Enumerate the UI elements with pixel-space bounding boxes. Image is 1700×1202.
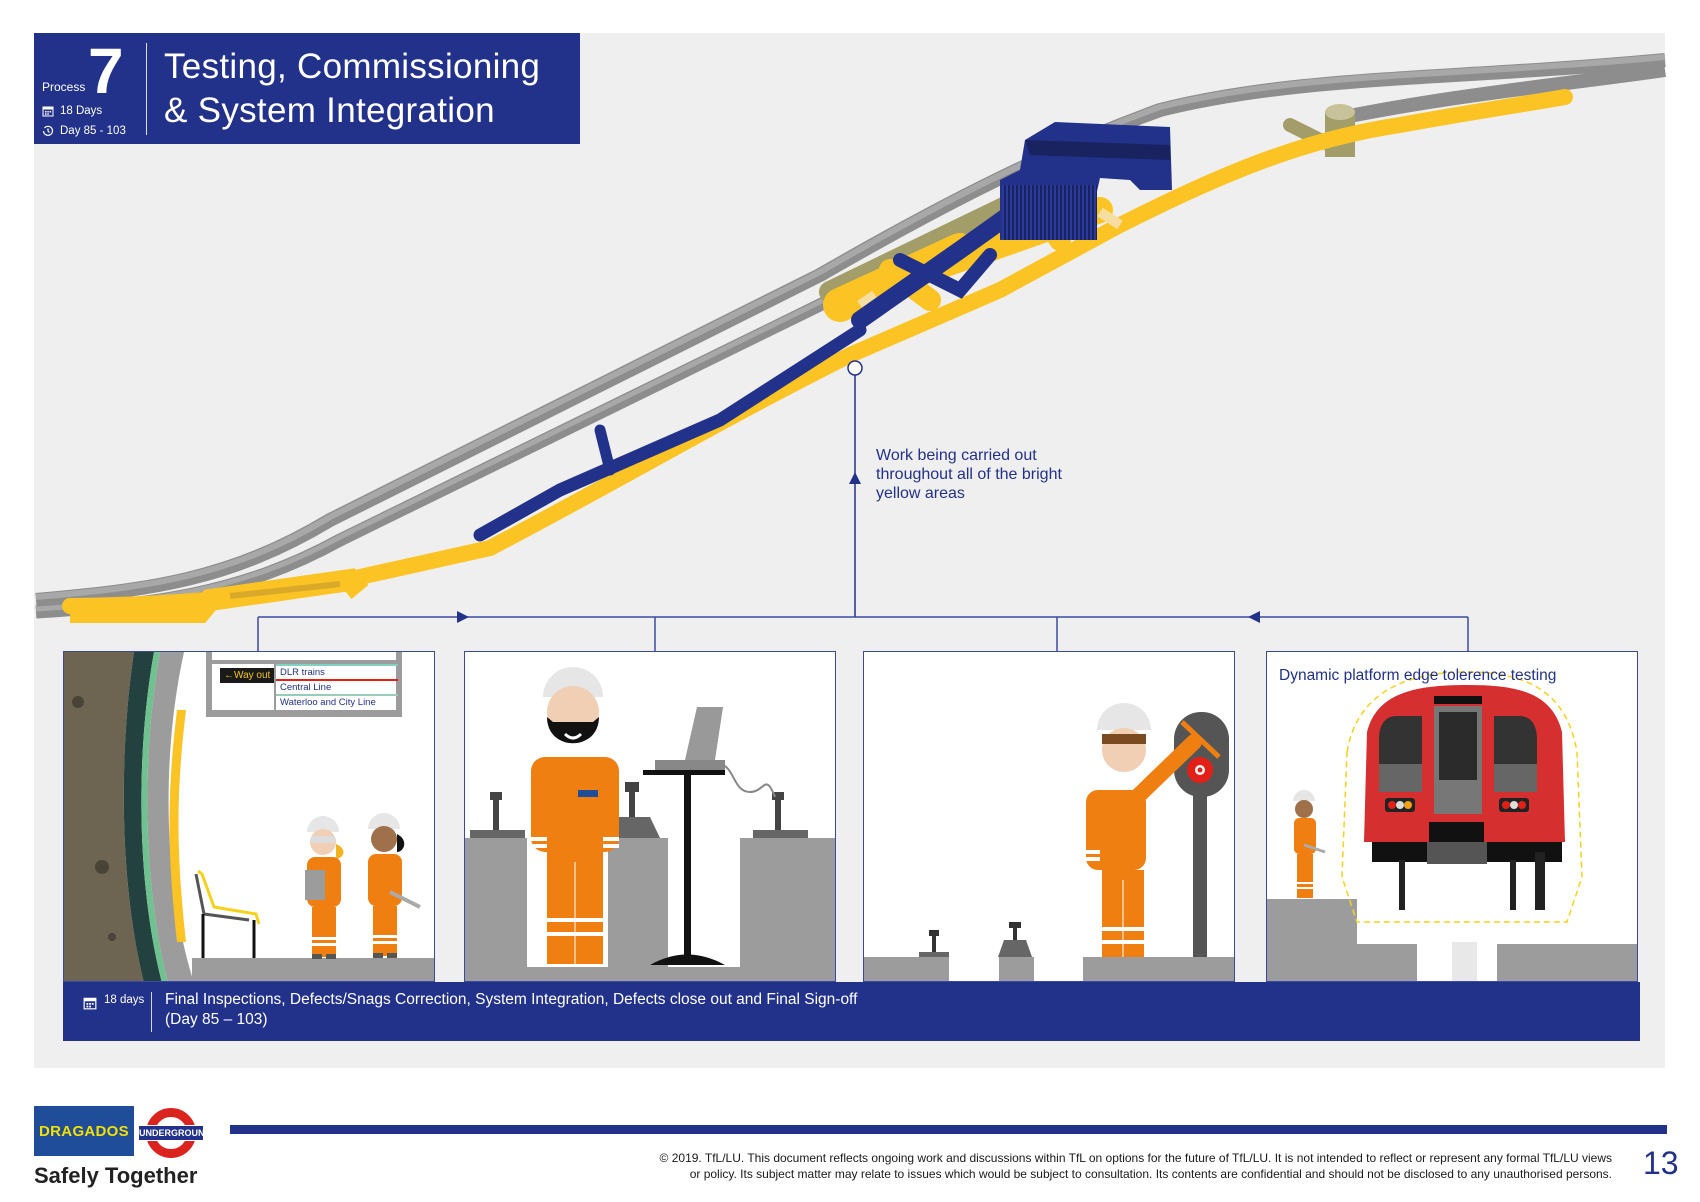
worker-figure-2 (368, 813, 421, 958)
panel-signal-maintenance (863, 651, 1235, 982)
page-title: Testing, Commissioning & System Integrat… (164, 45, 540, 133)
worker-fixing-signal-figure (1086, 703, 1202, 957)
platform-edge-caption: Dynamic platform edge tolerence testing (1279, 667, 1557, 684)
duration-row: 18 Days (42, 105, 102, 117)
sign-line-dlr: DLR trains (276, 664, 398, 679)
summary-description-block: Final Inspections, Defects/Snags Correct… (165, 990, 857, 1030)
rail-icon-1 (919, 930, 949, 957)
summary-days: 18 days (104, 994, 145, 1006)
day-range-text: Day 85 - 103 (60, 125, 126, 137)
day-range-row: Day 85 - 103 (42, 125, 126, 137)
panel-track-testing (464, 651, 836, 982)
work-area-callout: Work being carried out throughout all of… (876, 447, 1062, 502)
sign-line-central: Central Line (276, 679, 398, 694)
blue-passage-main (473, 323, 867, 542)
train-illustration (1267, 671, 1637, 981)
underground-roundel-logo: UNDERGROUND (138, 1104, 211, 1162)
summary-day-range: (Day 85 – 103) (165, 1011, 268, 1028)
dragados-logo: DRAGADOS (34, 1106, 134, 1156)
station-sign: ←Way out DLR trains Central Line Waterlo… (206, 652, 402, 717)
duration-text: 18 Days (60, 105, 103, 117)
worker-with-beard-figure (531, 667, 619, 964)
rail-icon (470, 792, 525, 838)
summary-divider (151, 992, 152, 1032)
signal-maintenance-illustration (864, 703, 1234, 981)
blue-passage-branch (594, 424, 616, 476)
disclaimer: © 2019. TfL/LU. This document reflects o… (512, 1150, 1612, 1182)
laptop-stand-icon (643, 707, 776, 965)
page-number: 13 (1643, 1145, 1679, 1181)
page-title-line2: & System Integration (164, 91, 495, 130)
underground-logo-text: UNDERGROUND (138, 1125, 211, 1141)
callout-marker (847, 360, 863, 376)
grey-tunnel-right (1328, 63, 1666, 127)
sign-line-waterloo-city: Waterloo and City Line (276, 694, 398, 709)
worker-clipboard-figure (305, 816, 344, 959)
panel-platform-edge-testing: Dynamic platform edge tolerence testing (1266, 651, 1638, 982)
bench-icon (194, 869, 261, 958)
arrow-up-icon (849, 472, 861, 484)
process-header: Process 7 18 Days Day 85 - 103 Testing, … (34, 33, 580, 144)
rail-icon-2 (998, 922, 1032, 957)
panel-station-platform: ←Way out DLR trains Central Line Waterlo… (63, 651, 435, 982)
track-testing-illustration (465, 667, 835, 981)
clock-icon (42, 125, 54, 136)
platform-illustration (64, 652, 434, 981)
tube-train-front (1364, 685, 1565, 910)
disclaimer-line1: © 2019. TfL/LU. This document reflects o… (659, 1151, 1612, 1165)
worker-platform-figure (1293, 790, 1326, 898)
rail-icon-right (753, 792, 808, 838)
arrow-left-icon (1248, 611, 1260, 623)
calendar-icon (83, 997, 97, 1010)
arrow-right-icon (457, 611, 469, 623)
page-title-line1: Testing, Commissioning (164, 47, 541, 86)
footer-rule (230, 1125, 1667, 1134)
calendar-icon (42, 106, 54, 117)
process-number: 7 (88, 35, 124, 107)
disclaimer-line2: or policy. Its subject matter may relate… (689, 1167, 1612, 1181)
title-divider (146, 43, 147, 135)
summary-description: Final Inspections, Defects/Snags Correct… (165, 991, 858, 1008)
tunnel-diagram (35, 53, 1666, 652)
way-out-sign: ←Way out (220, 668, 275, 683)
tagline: Safely Together (34, 1163, 198, 1188)
summary-bar: 18 days Final Inspections, Defects/Snags… (63, 982, 1640, 1041)
signal-post-icon (1174, 712, 1229, 957)
process-label: Process (42, 80, 86, 94)
